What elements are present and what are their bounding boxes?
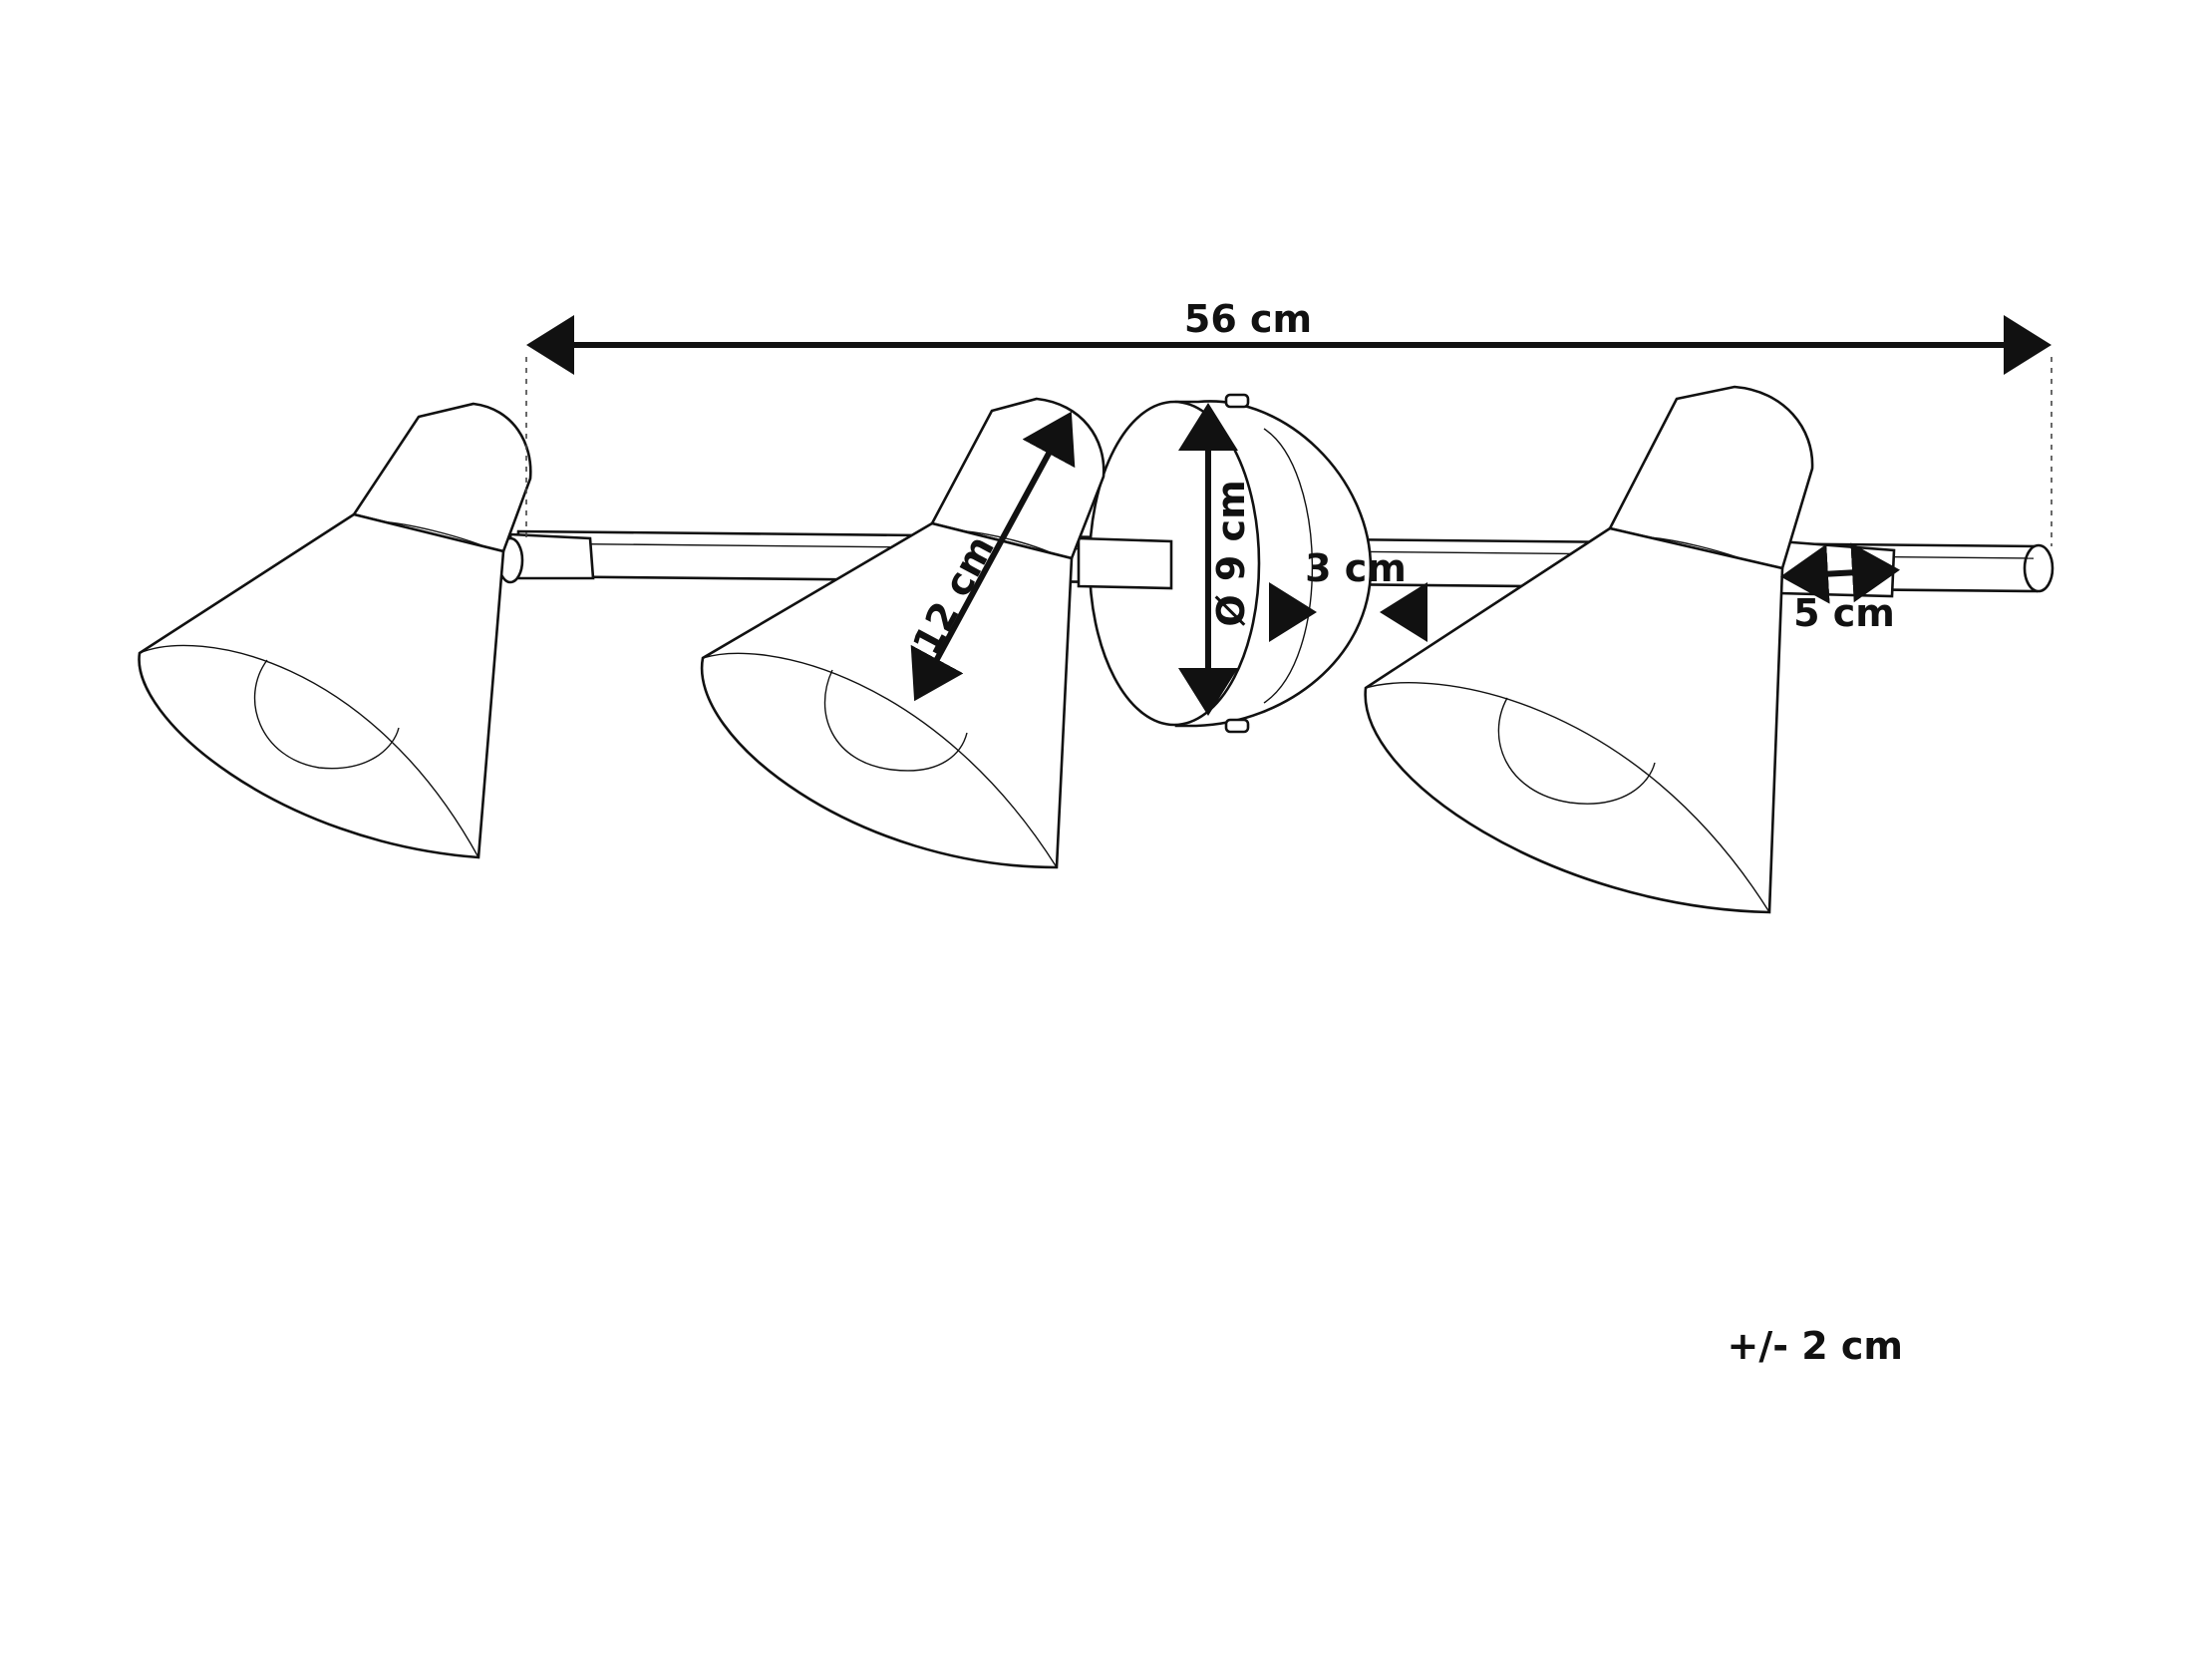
shade-length-arrow <box>910 411 1076 702</box>
overall-length-label: 56 cm <box>1184 297 1312 341</box>
dimension-lines <box>525 315 2053 716</box>
arm-length-label: 5 cm <box>1793 591 1895 635</box>
base-diameter-label: Ø 9 cm <box>1209 480 1253 626</box>
base-depth-label: 3 cm <box>1305 546 1407 590</box>
spotlight-left <box>138 402 595 859</box>
arm-length-arrow <box>1780 542 1900 604</box>
tolerance-note: +/- 2 cm <box>1727 1324 1903 1368</box>
spotlight-right <box>1364 385 1896 914</box>
